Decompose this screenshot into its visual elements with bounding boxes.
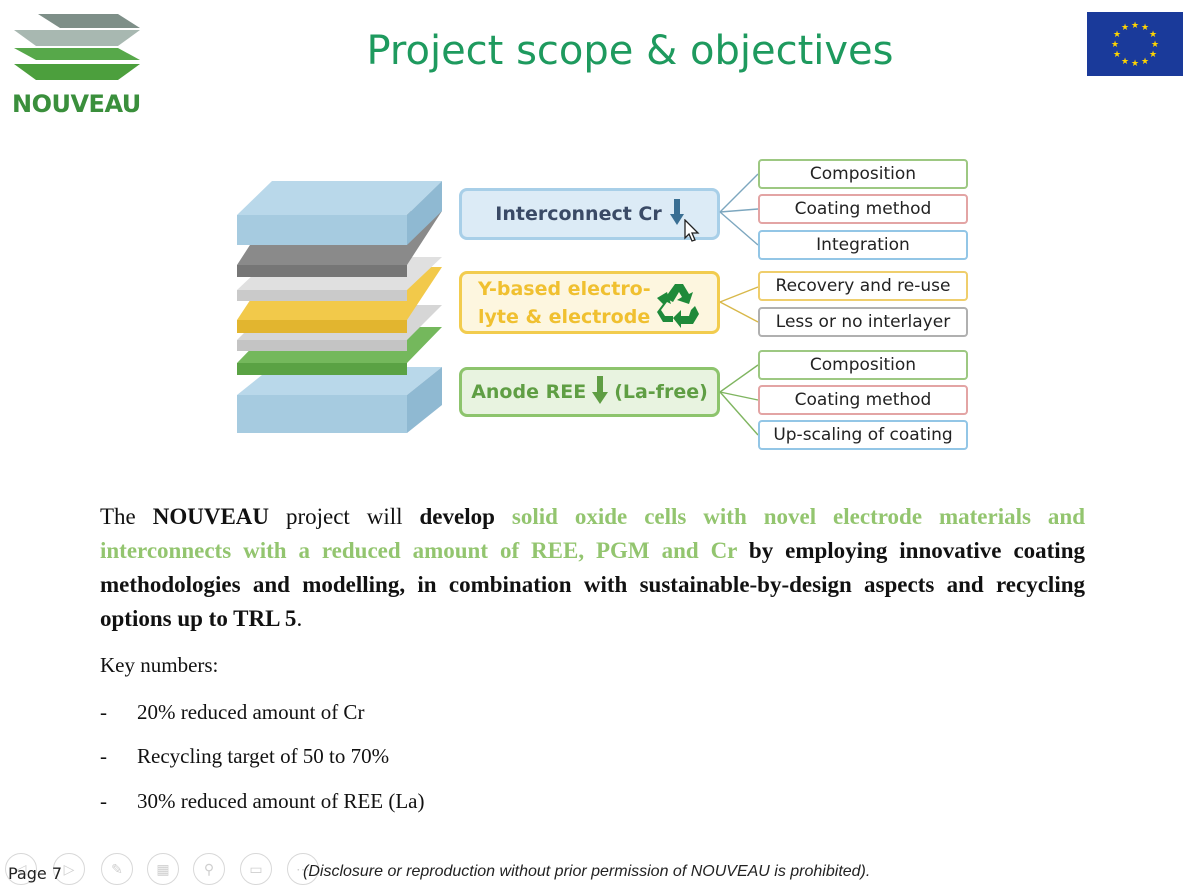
connector-lines xyxy=(719,173,759,436)
svg-text:★: ★ xyxy=(1113,50,1121,60)
svg-text:★: ★ xyxy=(1121,57,1129,67)
down-arrow-icon xyxy=(592,375,609,409)
interconnect-item-composition: Composition xyxy=(758,159,968,189)
svg-text:★: ★ xyxy=(1131,59,1139,69)
pen-tool-button[interactable]: ✎ xyxy=(101,853,133,885)
recycle-icon xyxy=(655,280,703,333)
anode-ree-box: Anode REE (La-free) xyxy=(459,367,720,417)
interconnect-item-integration: Integration xyxy=(758,230,968,260)
page-number: Page 7 xyxy=(8,864,62,883)
bullet-dash: - xyxy=(100,744,107,768)
bullet-dash: - xyxy=(100,700,107,724)
previous-slide-button[interactable]: ◁ xyxy=(5,853,37,885)
bullet-text: 20% reduced amount of Cr xyxy=(137,700,365,724)
disclaimer-text: (Disclosure or reproduction without prio… xyxy=(303,863,871,880)
subtitles-icon: ▭ xyxy=(249,860,263,877)
svg-text:★: ★ xyxy=(1151,40,1159,50)
bullet-dash: - xyxy=(100,789,107,813)
interconnect-label: Interconnect Cr xyxy=(495,203,662,225)
see-all-slides-button[interactable]: ▦ xyxy=(147,853,179,885)
para-end: . xyxy=(296,606,303,631)
para-green-text: solid oxide cells with novel electrode m… xyxy=(100,504,1085,563)
zoom-button[interactable]: ⚲ xyxy=(193,853,225,885)
next-slide-button[interactable]: ▷ xyxy=(53,853,85,885)
interconnect-cr-box: Interconnect Cr xyxy=(459,188,720,242)
interconnect-item-coating-method: Coating method xyxy=(758,194,968,224)
para-develop: develop xyxy=(419,504,495,529)
project-description: The NOUVEAU project will develop solid o… xyxy=(100,500,1085,636)
svg-text:★: ★ xyxy=(1113,30,1121,40)
svg-text:★: ★ xyxy=(1121,23,1129,33)
svg-text:★: ★ xyxy=(1131,21,1139,31)
svg-text:★: ★ xyxy=(1149,50,1157,60)
bullet-item: - 20% reduced amount of Cr xyxy=(100,700,364,725)
nouveau-logo: NOUVEAU xyxy=(8,10,148,120)
bullet-item: - Recycling target of 50 to 70% xyxy=(100,744,389,769)
svg-text:★: ★ xyxy=(1141,23,1149,33)
cell-stack-illustration xyxy=(232,175,452,440)
down-arrow-icon xyxy=(669,198,684,230)
slides-grid-icon: ▦ xyxy=(156,860,170,877)
bullet-item: - 30% reduced amount of REE (La) xyxy=(100,789,424,814)
anode-label-2: (La-free) xyxy=(614,381,708,403)
ybased-line-2: lyte & electrode xyxy=(478,305,651,328)
svg-text:★: ★ xyxy=(1149,30,1157,40)
ybased-item-interlayer: Less or no interlayer xyxy=(758,307,968,337)
play-icon: ▷ xyxy=(63,860,75,877)
para-project-will: project will xyxy=(269,504,420,529)
subtitles-button[interactable]: ▭ xyxy=(240,853,272,885)
anode-label-1: Anode REE xyxy=(471,381,587,403)
more-options-button[interactable]: ⋯ xyxy=(287,853,319,885)
svg-text:★: ★ xyxy=(1111,40,1119,50)
bullet-text: 30% reduced amount of REE (La) xyxy=(137,789,425,813)
slide-title: Project scope & objectives xyxy=(366,28,894,74)
svg-text:★: ★ xyxy=(1141,57,1149,67)
pen-icon: ✎ xyxy=(111,860,123,877)
logo-text: NOUVEAU xyxy=(12,90,141,118)
key-numbers-label: Key numbers: xyxy=(100,653,219,677)
bullet-text: Recycling target of 50 to 70% xyxy=(137,744,390,768)
para-the: The xyxy=(100,504,153,529)
anode-item-coating-method: Coating method xyxy=(758,385,968,415)
anode-item-up-scaling: Up-scaling of coating xyxy=(758,420,968,450)
para-nouveau: NOUVEAU xyxy=(152,504,269,529)
magnifier-icon: ⚲ xyxy=(203,860,215,877)
eu-flag-icon: ★ ★ ★ ★ ★ ★ ★ ★ ★ ★ ★ ★ xyxy=(1087,12,1183,76)
y-based-electrolyte-box: Y-based electro- lyte & electrode xyxy=(459,271,720,334)
ybased-line-1: Y-based electro- xyxy=(478,277,651,300)
anode-item-composition: Composition xyxy=(758,350,968,380)
layers-logo-icon xyxy=(14,14,140,80)
para-rest: by employing innovative coating methodol… xyxy=(100,538,1085,631)
more-icon: ⋯ xyxy=(296,860,310,877)
mouse-cursor-icon xyxy=(684,218,700,248)
play-back-icon: ◁ xyxy=(15,860,27,877)
ybased-item-recovery: Recovery and re-use xyxy=(758,271,968,301)
